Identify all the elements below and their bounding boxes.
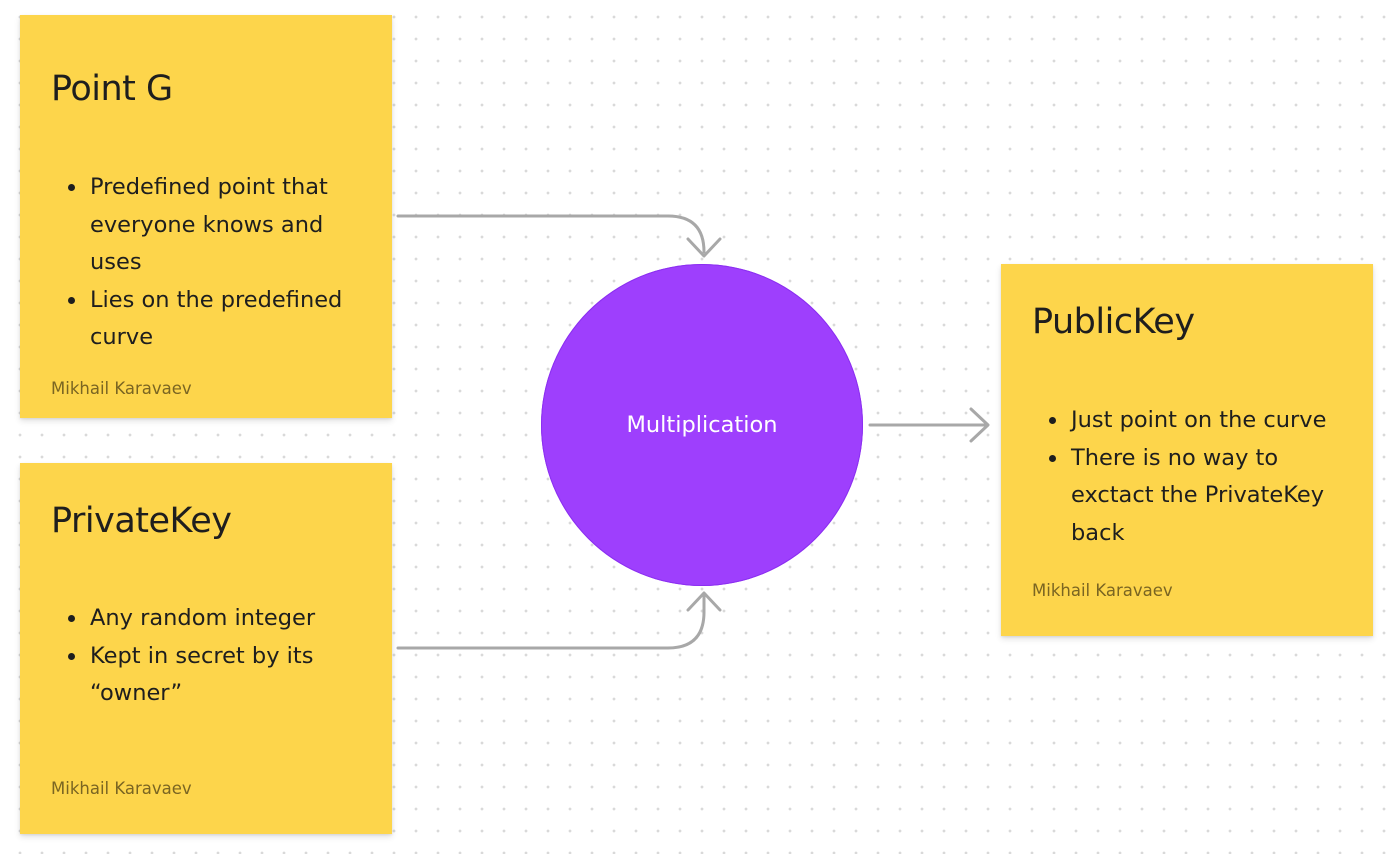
note-title: Point G bbox=[51, 69, 173, 109]
bullet-item: Predefined point that everyone knows and… bbox=[88, 169, 372, 282]
sticky-note-point-g[interactable]: Point G Predefined point that everyone k… bbox=[20, 15, 392, 418]
multiplication-label: Multiplication bbox=[626, 412, 778, 438]
sticky-note-public-key[interactable]: PublicKey Just point on the curve There … bbox=[1001, 264, 1373, 636]
note-author: Mikhail Karavaev bbox=[51, 379, 192, 398]
arrowhead-up bbox=[686, 591, 722, 612]
note-title: PublicKey bbox=[1032, 302, 1195, 342]
note-bullet-list: Predefined point that everyone knows and… bbox=[53, 169, 372, 357]
multiplication-node[interactable]: Multiplication bbox=[541, 264, 863, 586]
bullet-item: There is no way to exctact the PrivateKe… bbox=[1069, 440, 1353, 553]
note-bullet-list: Just point on the curve There is no way … bbox=[1034, 402, 1353, 552]
connector-point-g-to-multiplication bbox=[396, 214, 706, 254]
arrowhead-down bbox=[686, 237, 722, 258]
note-bullet-list: Any random integer Kept in secret by its… bbox=[53, 600, 372, 713]
note-author: Mikhail Karavaev bbox=[51, 779, 192, 798]
bullet-item: Kept in secret by its “owner” bbox=[88, 638, 372, 713]
note-title: PrivateKey bbox=[51, 501, 232, 541]
bullet-item: Just point on the curve bbox=[1069, 402, 1353, 440]
bullet-item: Lies on the predefined curve bbox=[88, 282, 372, 357]
arrowhead-right bbox=[969, 407, 990, 443]
bullet-item: Any random integer bbox=[88, 600, 372, 638]
note-author: Mikhail Karavaev bbox=[1032, 581, 1173, 600]
connector-private-key-to-multiplication bbox=[396, 594, 706, 650]
sticky-note-private-key[interactable]: PrivateKey Any random integer Kept in se… bbox=[20, 463, 392, 834]
